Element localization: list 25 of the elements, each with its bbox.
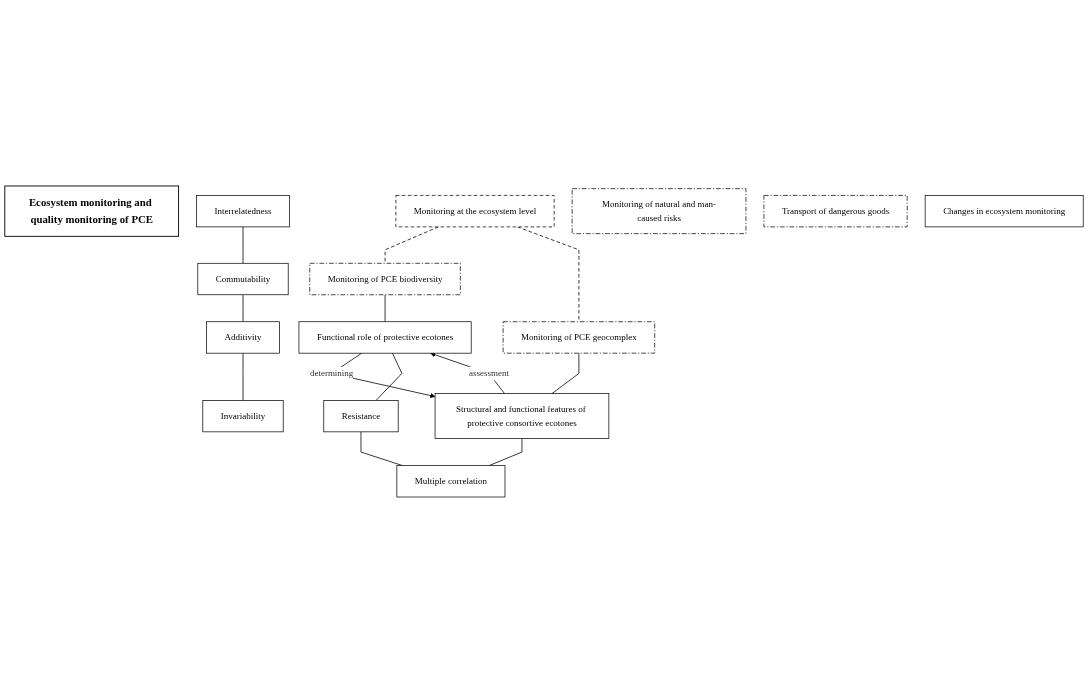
connector (384, 294, 386, 323)
node-box: Multiple correlation (396, 465, 506, 498)
node-box: Additivity (206, 321, 280, 354)
node-box: Ecosystem monitoring and quality monitoring of PCE (4, 185, 180, 237)
node-box: Monitoring of PCE biodiversity (309, 262, 461, 296)
node-box: Resistance (323, 400, 399, 433)
connector (242, 226, 244, 264)
connector (375, 352, 403, 401)
node-box: Changes in ecosystem monitoring (924, 195, 1084, 228)
node-box: Monitoring at the ecosystem level (395, 195, 555, 228)
node-box: Structural and functional features of protective consortive ecotones (434, 393, 610, 439)
connector (242, 294, 244, 323)
node-box: Functional role of protective ecotones (298, 321, 472, 354)
node-box: Interrelatedness (196, 195, 290, 228)
edge-label: assessment (468, 368, 509, 379)
node-box: Monitoring of PCE geocomplex (502, 321, 656, 354)
connector (516, 226, 580, 323)
connector (384, 226, 439, 264)
node-box: Monitoring of natural and man-caused risks (571, 188, 747, 234)
node-box: Commutability (197, 262, 289, 296)
edge-label: determining (309, 368, 354, 379)
connector (551, 352, 580, 395)
node-box: Transport of dangerous goods (763, 195, 908, 228)
node-box: Invariability (202, 400, 284, 433)
connector (242, 352, 244, 401)
